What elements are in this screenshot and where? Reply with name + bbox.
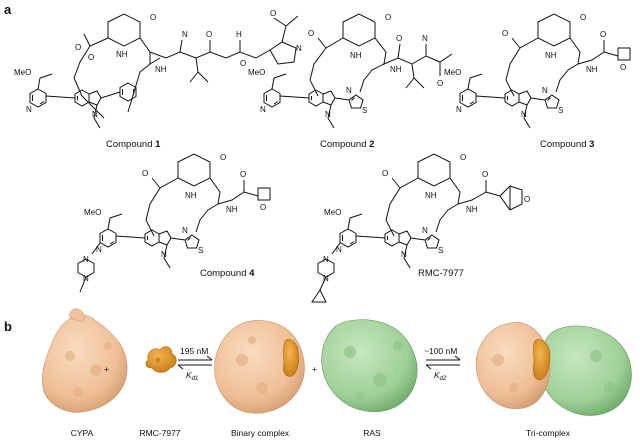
plus-sign: + (312, 364, 317, 374)
atom-label: N (542, 86, 548, 95)
compound-4-label: Compound 4 (200, 268, 255, 279)
atom-label: S (362, 106, 367, 115)
atom-label: O (382, 169, 388, 178)
atom-label: N (83, 255, 89, 264)
label-rmc-7977: RMC-7977 (139, 428, 180, 438)
atom-label: S (558, 106, 563, 115)
atom-label: O (620, 63, 626, 72)
atom-label: H (236, 30, 242, 39)
atom-label: NH (390, 65, 402, 74)
atom-label: N (323, 255, 329, 264)
atom-label: N (325, 110, 331, 119)
atom-label: NH (466, 205, 478, 214)
compound-3-structure: MeO N N S N O NH O NH O O (444, 13, 631, 129)
compound-2-structure: MeO N N S N O NH O NH N O O (248, 13, 453, 129)
atom-label: NH (586, 65, 598, 74)
label-binary-complex: Binary complex (231, 428, 290, 438)
kd1-value: 195 nM (180, 346, 208, 356)
kd1-label: Kd1 (186, 370, 198, 382)
ras-surface (321, 319, 418, 413)
label-ras: RAS (363, 428, 381, 438)
atom-label: O (308, 29, 314, 38)
rmc-7977-surface (145, 346, 177, 373)
atom-label: N (92, 110, 98, 119)
atom-label: O (270, 9, 276, 18)
atom-label: N (182, 226, 188, 235)
atom-label: O (600, 30, 606, 39)
atom-label: N (422, 34, 428, 43)
atom-label: O (142, 169, 148, 178)
atom-label: N (323, 274, 329, 283)
tri-complex-surface (475, 321, 632, 416)
atom-label: N (521, 110, 527, 119)
panel-label-a: a (4, 2, 12, 17)
atom-label: O (240, 59, 246, 68)
atom-label: MeO (248, 68, 265, 77)
compound-4-structure: MeO N N S N O NH O NH O O N N (77, 153, 271, 293)
atom-label: O (75, 43, 81, 52)
atom-label: N (83, 274, 89, 283)
atom-label: O (502, 29, 508, 38)
atom-label: NH (226, 205, 238, 214)
atom-label: MeO (84, 208, 101, 217)
atom-label: O (240, 170, 246, 179)
atom-label: MeO (444, 68, 461, 77)
atom-label: O (524, 195, 530, 204)
atom-label: O (150, 13, 156, 22)
atom-label: N (182, 30, 188, 39)
atom-label: O (460, 153, 466, 162)
atom-label: N (161, 250, 167, 259)
binary-complex-surface (214, 320, 305, 414)
atom-label: N (456, 105, 462, 114)
compound-1-structure: MeO N N O O NH O NH O N H O N O (14, 9, 302, 129)
atom-label: O (88, 53, 94, 62)
equilibrium-kd1 (177, 355, 213, 370)
atom-label: NH (545, 51, 557, 60)
atom-label: NH (350, 51, 362, 60)
compound-1-label: Compound 1 (106, 139, 161, 150)
cypa-surface (42, 308, 128, 413)
atom-label: S (198, 246, 203, 255)
rmc-7977-label: RMC-7977 (418, 268, 464, 279)
atom-label: O (206, 30, 212, 39)
plus-sign: + (104, 364, 109, 374)
atom-label: MeO (324, 208, 341, 217)
atom-label: O (385, 13, 391, 22)
atom-label: N (336, 245, 342, 254)
atom-label: O (396, 34, 402, 43)
atom-label: N (401, 250, 407, 259)
atom-label: MeO (14, 68, 31, 77)
compound-3-label: Compound 3 (540, 139, 594, 150)
atom-label: N (26, 105, 32, 114)
atom-label: N (260, 105, 266, 114)
rmc-7977-structure: MeO N N S N O NH O NH O O N N (311, 153, 530, 303)
atom-label: NH (185, 191, 197, 200)
atom-label: N (422, 226, 428, 235)
atom-label: O (580, 13, 586, 22)
atom-label: NH (116, 50, 128, 59)
atom-label: NH (155, 65, 167, 74)
atom-label: O (220, 153, 226, 162)
panel-label-b: b (4, 319, 12, 334)
atom-label: O (482, 170, 488, 179)
label-cypa: CYPA (71, 428, 94, 438)
atom-label: N (96, 245, 102, 254)
atom-label: N (296, 44, 302, 53)
atom-label: O (437, 79, 443, 88)
equilibrium-kd2 (425, 355, 461, 370)
kd2-label: Kd2 (434, 370, 447, 382)
label-tri-complex: Tri-complex (526, 428, 571, 438)
atom-label: O (260, 203, 266, 212)
atom-label: NH (425, 191, 437, 200)
compound-2-label: Compound 2 (320, 139, 374, 150)
kd2-value: ~100 nM (424, 346, 457, 356)
atom-label: S (438, 246, 443, 255)
atom-label: N (346, 86, 352, 95)
